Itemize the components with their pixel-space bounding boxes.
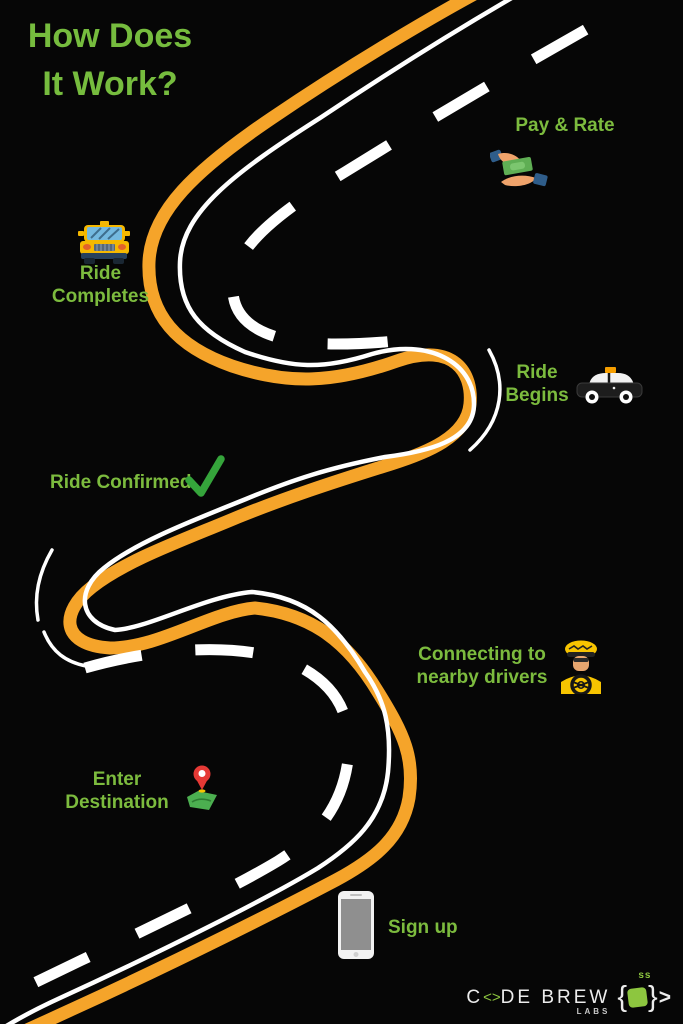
map-pin-icon [187,765,217,810]
enter-destination-line-2: Destination [65,792,169,813]
smartphone-icon [338,891,374,959]
title-line-2: It Work? [42,65,178,103]
taxi-front-icon [78,221,130,264]
connecting-line-2: nearby drivers [416,667,548,688]
driver-icon [561,640,601,694]
hands-money-icon [490,149,548,187]
road-edge-fragment-right [468,348,502,452]
road-orange-edge [24,0,477,1024]
checkmark-icon [185,455,225,497]
road-center-dashes-bottom [25,644,355,991]
step-ride-confirmed-label: Ride Confirmed [50,472,192,493]
step-ride-completes-label: Ride Completes [38,262,163,308]
connecting-line-1: Connecting to [418,644,546,665]
page-title: How Does It Work? [14,12,206,108]
road-edge-fragment-left-b [42,630,88,668]
logo-green-cup [626,986,649,1009]
road-edge-fragment-left-a [34,548,54,622]
logo-letter-c: C [466,986,484,1008]
logo-open-brace: { [617,981,628,1013]
logo-greater-than: > [658,985,671,1009]
road-center-dashes-top [227,7,620,350]
ride-begins-line-1: Ride [516,362,558,383]
title-line-1: How Does [27,17,193,55]
logo-angle-brackets: <> [483,988,501,1006]
logo-rest: DE BREW [500,986,611,1008]
logo-cup-icon: ss { } > [617,970,671,1013]
enter-destination-line-1: Enter [92,769,142,790]
steam-icon: ss [638,970,652,981]
logo-close-brace: } [648,981,658,1013]
step-sign-up-label: Sign up [388,917,458,938]
code-brew-labs-logo: C<>DE BREW LABS ss { } > [466,970,671,1016]
step-ride-begins-label: Ride Begins [494,361,580,407]
step-enter-destination-label: Enter Destination [58,768,176,814]
ride-completes-line-2: Completes [51,286,150,307]
ride-begins-line-2: Begins [505,385,569,406]
logo-labs-text: LABS [576,1006,611,1016]
step-pay-rate-label: Pay & Rate [515,115,615,136]
step-connecting-label: Connecting to nearby drivers [412,643,552,689]
road-white-edge [5,0,513,1024]
ride-completes-line-1: Ride [79,263,122,284]
taxi-side-icon [576,367,643,404]
logo-wordmark: C<>DE BREW LABS [466,986,611,1016]
